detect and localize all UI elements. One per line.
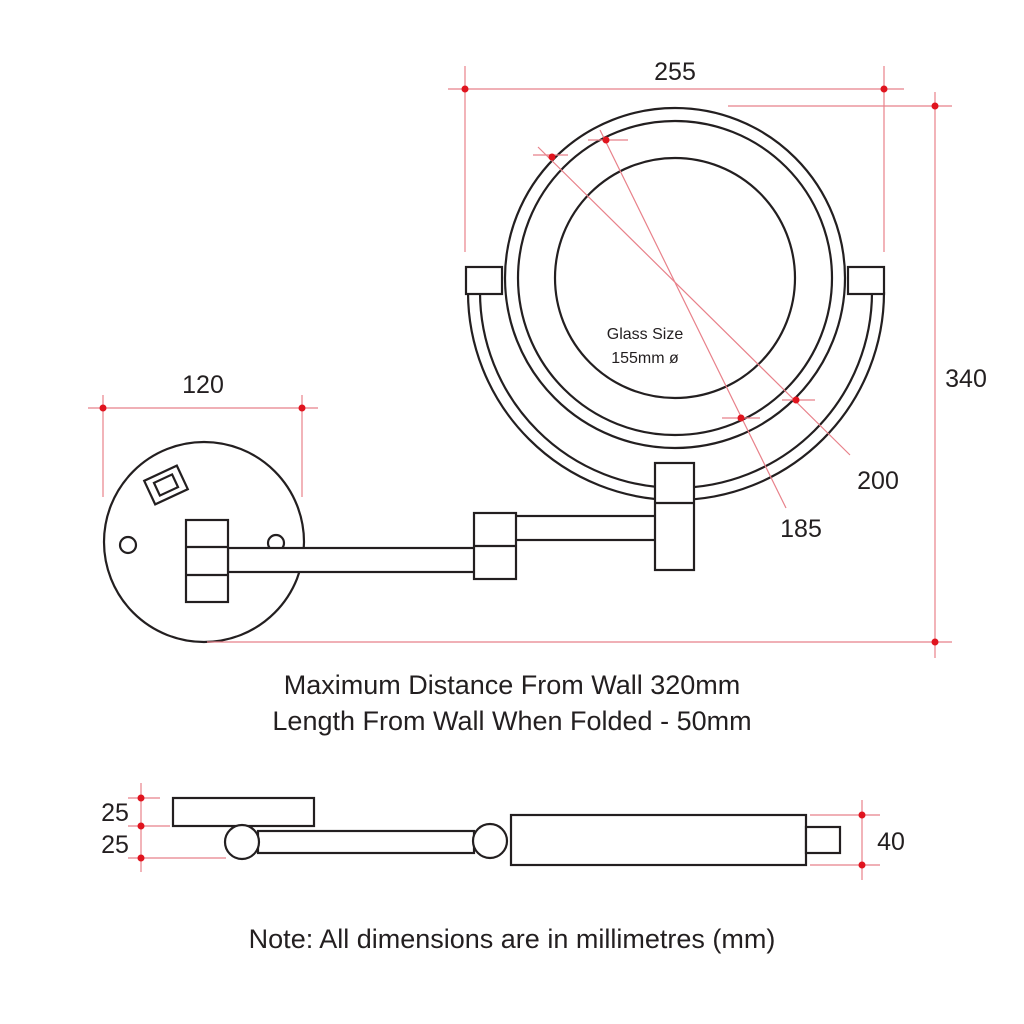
side-joint-middle	[471, 822, 509, 860]
dimension-inner-diameter	[588, 129, 787, 509]
folded-length-note: Length From Wall When Folded - 50mm	[272, 706, 752, 736]
units-note: Note: All dimensions are in millimetres …	[248, 924, 776, 954]
head-depth-label: 40	[877, 828, 905, 856]
base-thickness-label: 25	[101, 799, 129, 827]
mirror-mount-block	[653, 461, 696, 572]
pivot-cap-right	[846, 265, 886, 296]
extension-arm	[184, 511, 660, 604]
dimension-base-width	[88, 395, 318, 497]
mirror-head	[464, 106, 886, 572]
mirror-frame-inner	[516, 119, 834, 437]
switch-button	[152, 472, 180, 498]
base-width-label: 120	[182, 371, 224, 399]
dimension-side-right	[810, 800, 880, 880]
wall-hinge-block	[184, 518, 230, 604]
side-mirror-head	[509, 813, 808, 867]
arm-offset-label: 25	[101, 831, 129, 859]
mirror-width-label: 255	[654, 58, 696, 86]
arm-segment-upper	[512, 514, 660, 542]
side-arm	[256, 829, 476, 855]
dimension-mirror-width	[448, 66, 904, 252]
side-view	[171, 796, 842, 867]
mirror-glass	[553, 156, 797, 400]
pivot-cap-left	[464, 265, 504, 296]
glass-size-value: 155mm ø	[611, 350, 679, 367]
dimension-side-left	[128, 783, 226, 872]
dimension-total-height	[207, 92, 952, 658]
side-mirror-knob	[804, 825, 842, 855]
total-height-label: 340	[945, 365, 987, 393]
arm-segment-lower	[226, 546, 478, 574]
glass-size-label: Glass Size	[607, 326, 684, 343]
outer-diameter-label: 200	[857, 467, 899, 495]
dimension-outer-diameter	[533, 146, 851, 456]
screw-hole-left	[118, 535, 138, 555]
side-joint-wall	[223, 823, 261, 861]
inner-diameter-label: 185	[780, 515, 822, 543]
side-wall-plate	[171, 796, 316, 828]
max-distance-note: Maximum Distance From Wall 320mm	[283, 670, 741, 700]
